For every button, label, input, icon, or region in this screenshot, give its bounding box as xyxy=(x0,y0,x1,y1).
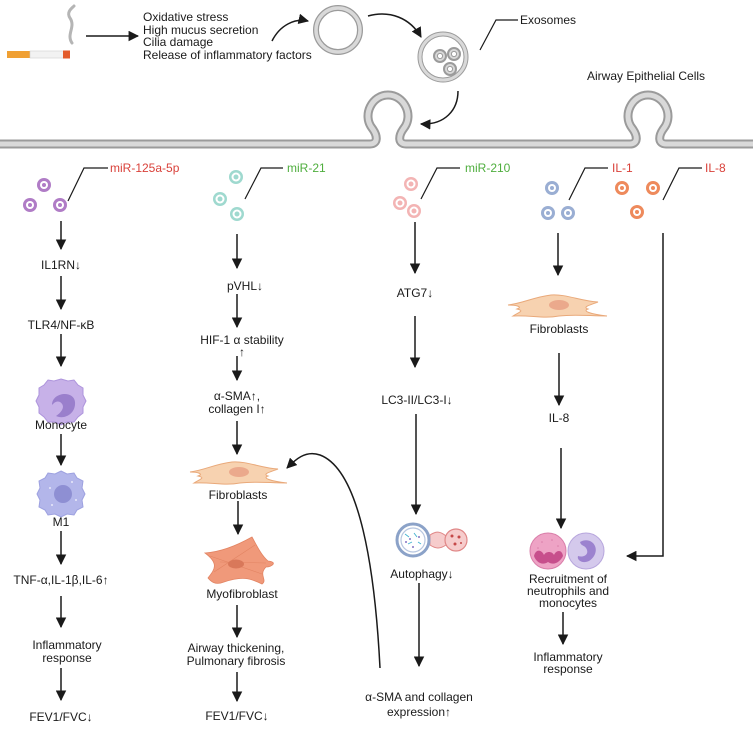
recruitment-label-2: neutrophils and xyxy=(526,584,610,598)
pulmonary-fibrosis-label: Pulmonary fibrosis xyxy=(186,654,286,668)
asma-collagen-label-1: α-SMA and collagen xyxy=(365,690,473,704)
neutrophil-icon xyxy=(529,532,567,570)
mir125-title: miR-125a-5p xyxy=(110,161,180,175)
recruitment-label-1: Recruitment of xyxy=(528,572,608,586)
cytokines-label: TNF-α,IL-1β,IL-6↑ xyxy=(13,573,109,587)
fibroblasts-label: Fibroblasts xyxy=(208,488,268,502)
il8-to-recruitment-arrow xyxy=(625,233,664,562)
cigarette-ember xyxy=(63,50,70,59)
vesicle-icon xyxy=(313,5,363,55)
monocyte-label: Monocyte xyxy=(34,418,88,432)
effect-oxidative-stress: Oxidative stress xyxy=(143,10,229,24)
airway-epithelial-cells-label: Airway Epithelial Cells xyxy=(587,69,706,83)
mir210-vesicles-icon xyxy=(393,177,421,218)
hif1a-up-arrow: ↑ xyxy=(239,345,245,359)
atg7-label: ATG7↓ xyxy=(396,286,434,300)
mir210-pathway-arrows xyxy=(409,222,425,668)
il8-leader-line xyxy=(662,167,702,201)
m1-label: M1 xyxy=(52,515,70,529)
mir210-leader-line xyxy=(420,167,460,200)
asma-collagen-label-2: expression↑ xyxy=(386,705,452,719)
hif1a-label: HIF-1 α stability xyxy=(200,333,284,347)
autophagy-label: Autophagy↓ xyxy=(390,567,454,581)
effect-cilia-damage: Cilia damage xyxy=(143,35,214,49)
il1rn-label: IL1RN↓ xyxy=(40,258,82,272)
cigarette-filter xyxy=(7,51,30,58)
airway-epithelium-membrane xyxy=(0,90,753,149)
inflammatory-il1-label-1: Inflammatory xyxy=(533,650,603,664)
myofibroblast-label: Myofibroblast xyxy=(206,587,278,601)
monocyte-icon xyxy=(35,378,87,426)
inflammatory-label-2: response xyxy=(42,651,92,665)
monocyte-recruited-icon xyxy=(567,532,605,570)
il8-vesicles-icon xyxy=(615,181,660,219)
mir21-vesicles-icon xyxy=(213,170,244,221)
fev1-fvc-label-1: FEV1/FVC↓ xyxy=(29,710,93,724)
il8-step-label: IL-8 xyxy=(548,411,570,425)
feedback-to-fibroblast-arrow xyxy=(286,453,381,669)
il8-title: IL-8 xyxy=(705,161,726,175)
fibroblast-icon xyxy=(189,461,288,485)
exosome-to-membrane-arrow xyxy=(419,90,459,130)
effects-to-vesicle-arrow xyxy=(271,13,310,42)
airway-thickening-label: Airway thickening, xyxy=(187,641,285,655)
mir125-vesicles-icon xyxy=(23,178,67,212)
exosomes-label: Exosomes xyxy=(520,13,577,27)
mir21-leader-line xyxy=(244,167,283,200)
fev1-fvc-label-2: FEV1/FVC↓ xyxy=(205,709,269,723)
asma-label: α-SMA↑, xyxy=(213,389,261,403)
fibroblast-il1-icon xyxy=(507,294,608,318)
mir125-leader-line xyxy=(67,167,108,202)
effect-mucus-secretion: High mucus secretion xyxy=(143,22,259,37)
exosome-icon xyxy=(417,31,469,83)
exosomes-leader-line xyxy=(479,19,518,51)
pvhl-label: pVHL↓ xyxy=(226,279,264,293)
mir210-title: miR-210 xyxy=(465,161,511,175)
cigarette-icon xyxy=(7,4,76,59)
mir21-title: miR-21 xyxy=(287,161,326,175)
tlr4-nfkb-label: TLR4/NF-κB xyxy=(27,318,95,332)
myofibroblast-icon xyxy=(203,536,274,585)
mir21-pathway-arrows xyxy=(231,234,244,703)
collagen-label: collagen I↑ xyxy=(208,402,266,416)
smoke-effects-list: Oxidative stress High mucus secretion Ci… xyxy=(143,11,312,61)
cigarette-body xyxy=(29,50,66,59)
il1-pathway-arrows xyxy=(552,233,569,646)
smoke-icon xyxy=(67,4,76,45)
lc3-label: LC3-II/LC3-I↓ xyxy=(381,393,453,407)
m1-macrophage-icon xyxy=(36,470,86,518)
recruitment-label-3: monocytes xyxy=(538,596,598,610)
inflammatory-label-1: Inflammatory xyxy=(32,638,102,652)
inflammatory-il1-label-2: response xyxy=(543,662,593,676)
il1-vesicles-icon xyxy=(541,181,575,220)
fibroblasts-il1-label: Fibroblasts xyxy=(529,322,589,336)
autophagosome-lysosome-icon xyxy=(395,522,468,558)
il1-title: IL-1 xyxy=(612,161,633,175)
effect-inflammatory-factors: Release of inflammatory factors xyxy=(143,47,312,62)
il1-leader-line xyxy=(568,167,608,201)
vesicle-to-exosome-arrow xyxy=(367,13,422,38)
